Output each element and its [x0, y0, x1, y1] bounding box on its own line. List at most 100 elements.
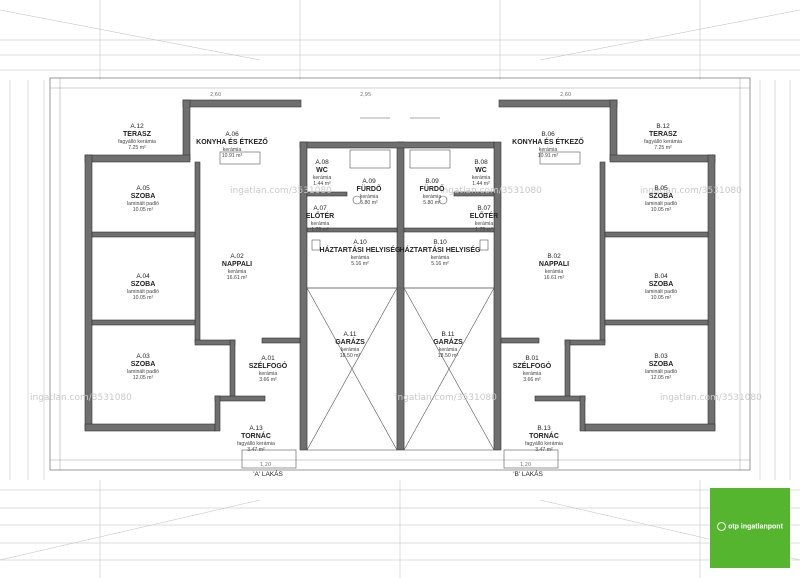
- room-floor: kerámia: [351, 255, 370, 261]
- room-name: KONYHA ÉS ÉTKEZŐ: [512, 137, 584, 146]
- entrance-step-b: [503, 449, 559, 469]
- entrance-labels: 'A' LAKÁS'B' LAKÁS: [253, 469, 543, 478]
- watermark-layer: ingatlan.com/3531080 ingatlan.com/3531080…: [30, 186, 762, 403]
- room-area: 10.05 m²: [133, 207, 154, 213]
- room-name: SZOBA: [131, 281, 156, 288]
- room-code: B.04: [654, 273, 668, 280]
- room-floor: kerámia: [311, 221, 330, 227]
- room-area: 16.61 m²: [227, 275, 248, 281]
- room-area: 1.79 m²: [311, 227, 329, 233]
- fixtures: [219, 117, 581, 251]
- room-code: B.10: [433, 239, 447, 246]
- room-area: 3.66 m²: [259, 377, 277, 383]
- room-name: SZÉLFOGÓ: [513, 361, 552, 370]
- room-area: 5.16 m²: [351, 261, 369, 267]
- room-code: A.11: [344, 331, 357, 338]
- room-area: 10.91 m²: [538, 153, 559, 159]
- room-name: KONYHA ÉS ÉTKEZŐ: [196, 137, 268, 146]
- room-area: 12.05 m²: [651, 375, 672, 381]
- room-floor: kerámia: [360, 194, 379, 200]
- room-name: GARÁZS: [335, 337, 365, 346]
- room-name: NAPPALI: [222, 261, 252, 268]
- room-area: 5.80 m²: [423, 200, 441, 206]
- room-code: B.07: [477, 205, 491, 212]
- watermark-wm3: ingatlan.com/3531080: [230, 186, 332, 196]
- dining-table-b: [539, 151, 581, 165]
- room-name: TORNÁC: [529, 431, 559, 440]
- room-name: GARÁZS: [433, 337, 463, 346]
- room-name: SZOBA: [131, 361, 156, 368]
- room-code: A.09: [362, 178, 376, 185]
- room-area: 18.50 m²: [438, 353, 459, 359]
- room-area: 16.61 m²: [544, 275, 565, 281]
- room-name: ELŐTÉR: [470, 211, 498, 220]
- room-floor: kerámia: [523, 371, 542, 377]
- room-name: TERASZ: [649, 131, 678, 138]
- svg-text:2,60: 2,60: [560, 92, 571, 98]
- room-code: B.03: [654, 353, 668, 360]
- room-name: ELŐTÉR: [306, 211, 334, 220]
- room-area: 5.16 m²: [431, 261, 449, 267]
- room-floor: fagyálló kerámia: [118, 139, 156, 145]
- room-code: A.13: [249, 425, 263, 432]
- room-floor: kerámia: [539, 147, 558, 153]
- watermark-wm5: ingatlan.com/3531080: [395, 393, 497, 403]
- toilet-b: [479, 239, 489, 251]
- room-name: TORNÁC: [241, 431, 271, 440]
- room-code: A.01: [261, 355, 275, 362]
- entrance-step-a: [241, 449, 297, 469]
- unit-b-walls: [403, 99, 716, 432]
- room-area: 7.25 m²: [128, 145, 146, 151]
- watermark-wm1: ingatlan.com/3531080: [440, 186, 542, 196]
- otp-ingatlanpont-logo: otp ingatlanpont: [710, 488, 790, 568]
- room-code: A.04: [136, 273, 150, 280]
- room-area: 1.79 m²: [475, 227, 493, 233]
- room-floor: kerámia: [439, 347, 458, 353]
- room-name: HÁZTARTÁSI HELYISÉG: [400, 245, 481, 254]
- entrance-a-label: 'A' LAKÁS: [253, 469, 283, 478]
- room-area: 5.80 m²: [360, 200, 378, 206]
- room-code: B.08: [474, 159, 488, 166]
- toilet-a: [311, 239, 321, 251]
- room-name: SZOBA: [131, 193, 156, 200]
- room-name: SZOBA: [649, 281, 674, 288]
- watermark-wm2: ingatlan.com/3531080: [640, 186, 742, 196]
- room-floor: kerámia: [228, 269, 247, 275]
- room-floor: laminált padló: [127, 369, 159, 375]
- sink-b: [438, 195, 448, 205]
- room-floor: kerámia: [472, 175, 491, 181]
- room-name: SZOBA: [649, 361, 674, 368]
- room-area: 1.44 m²: [472, 181, 490, 187]
- room-code: A.03: [136, 353, 150, 360]
- room-area: 10.05 m²: [651, 295, 672, 301]
- bathtub-a: [349, 149, 391, 169]
- bathtub-b: [409, 149, 451, 169]
- room-floor: kerámia: [259, 371, 278, 377]
- logo-wordmark: otp ingatlanpont: [710, 522, 790, 531]
- room-floor: kerámia: [313, 175, 332, 181]
- room-code: A.02: [230, 253, 244, 260]
- room-name: NAPPALI: [539, 261, 569, 268]
- room-code: B.09: [425, 178, 439, 185]
- room-floor: laminált padló: [127, 289, 159, 295]
- room-area: 3.47 m²: [247, 447, 265, 453]
